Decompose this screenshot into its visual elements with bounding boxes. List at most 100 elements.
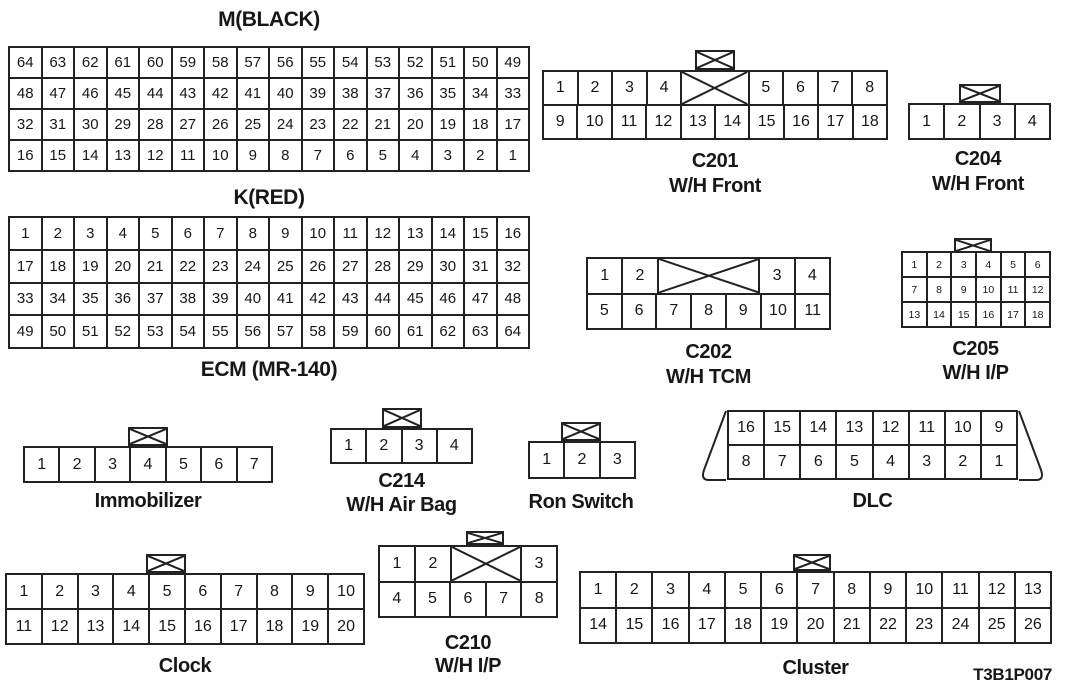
pin-56: 56 [268, 48, 301, 77]
pin-17: 17 [817, 106, 851, 138]
pin-15: 15 [950, 303, 975, 326]
pin-9: 9 [555, 113, 565, 130]
pin-3: 3 [73, 218, 106, 249]
pin-47: 47 [40, 79, 74, 108]
pin-9: 9 [979, 412, 1016, 444]
pin-18: 18 [255, 610, 292, 643]
ron-switch-label: Ron Switch [528, 491, 634, 513]
pin-13: 13 [105, 141, 139, 170]
pin-14: 14 [925, 303, 951, 326]
pin-48: 48 [495, 283, 529, 315]
pin-35: 35 [430, 79, 464, 108]
pin-18: 18 [851, 106, 886, 138]
immobilizer-label: Immobilizer [94, 490, 202, 512]
pin-10: 10 [300, 218, 334, 249]
pin-39: 39 [300, 79, 334, 108]
pin-16: 16 [651, 608, 687, 642]
pin-1: 1 [344, 437, 354, 454]
c205-sublabel: W/H I/P [942, 362, 1009, 384]
pin-58: 58 [300, 316, 334, 347]
clock-label: Clock [158, 655, 212, 677]
c202-sublabel: W/H TCM [666, 366, 751, 388]
pin-46: 46 [430, 283, 464, 315]
figure-part-number: T3B1P007 [973, 665, 1052, 684]
pin-4: 4 [112, 575, 148, 608]
pin-2: 2 [943, 446, 980, 478]
pin-1: 1 [911, 258, 918, 271]
pin-2: 2 [943, 105, 978, 138]
pin-2: 2 [615, 573, 651, 607]
pin-4: 4 [687, 573, 724, 607]
pin-1: 1 [19, 582, 29, 600]
pin-32: 32 [495, 250, 529, 282]
pin-5: 5 [723, 573, 760, 607]
pin-5: 5 [999, 253, 1025, 276]
pin-38: 38 [170, 283, 204, 315]
pin-12: 12 [138, 141, 171, 170]
pin-6: 6 [449, 582, 485, 616]
pin-46: 46 [73, 79, 106, 108]
pin-4: 4 [105, 218, 139, 249]
pin-21: 21 [832, 608, 869, 642]
c204-label: C204 [954, 148, 1002, 170]
pin-27: 27 [170, 110, 204, 139]
pin-12: 12 [1024, 278, 1049, 301]
pin-5: 5 [599, 302, 609, 320]
pin-13: 13 [76, 610, 113, 643]
pin-16: 16 [495, 218, 529, 249]
pin-4: 4 [392, 590, 402, 608]
pin-18: 18 [463, 110, 496, 139]
pin-5: 5 [747, 72, 783, 104]
pin-9: 9 [291, 575, 327, 608]
pin-12: 12 [871, 412, 908, 444]
pin-8: 8 [832, 573, 869, 607]
pin-34: 34 [463, 79, 496, 108]
pin-8: 8 [268, 141, 301, 170]
pin-35: 35 [73, 283, 106, 315]
pin-16: 16 [975, 303, 1000, 326]
c205-label: C205 [952, 338, 999, 360]
pin-58: 58 [203, 48, 236, 77]
pin-42: 42 [300, 283, 334, 315]
pin-21: 21 [365, 110, 399, 139]
pin-49: 49 [495, 48, 529, 77]
pin-13: 13 [908, 308, 921, 321]
pin-20: 20 [327, 610, 363, 643]
pin-38: 38 [333, 79, 366, 108]
c204-sublabel: W/H Front [932, 173, 1024, 195]
pin-24: 24 [268, 110, 301, 139]
pin-23: 23 [203, 250, 236, 282]
pin-8: 8 [741, 453, 751, 470]
pin-44: 44 [138, 79, 171, 108]
pin-6: 6 [200, 448, 235, 481]
pin-59: 59 [170, 48, 204, 77]
pin-30: 30 [73, 110, 106, 139]
pin-13: 13 [679, 106, 714, 138]
pin-60: 60 [365, 316, 399, 347]
ecm-caption: ECM (MR-140) [200, 358, 338, 381]
pin-11: 11 [794, 294, 829, 328]
pin-59: 59 [333, 316, 366, 347]
pin-2: 2 [40, 218, 74, 249]
pin-11: 11 [170, 141, 204, 170]
pin-19: 19 [291, 610, 327, 643]
pin-63: 63 [463, 316, 496, 347]
pin-24: 24 [235, 250, 269, 282]
pin-11: 11 [610, 106, 645, 138]
c214-label: C214 [378, 470, 425, 492]
pin-40: 40 [268, 79, 301, 108]
blocked-x-cell-icon [450, 547, 520, 581]
pin-20: 20 [398, 110, 431, 139]
pin-39: 39 [203, 283, 236, 315]
pin-51: 51 [430, 48, 464, 77]
pin-5: 5 [164, 448, 200, 481]
